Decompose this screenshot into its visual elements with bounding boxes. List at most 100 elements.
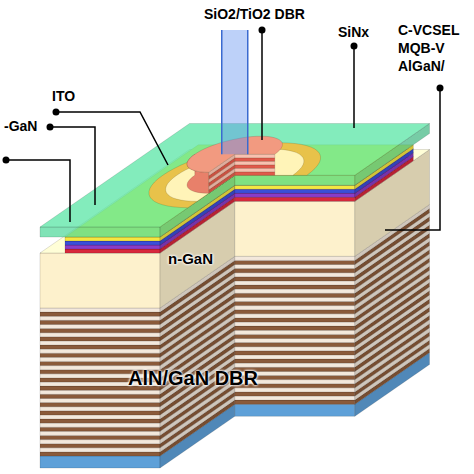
dbr-cylinder-cut [235, 154, 275, 158]
substrate-layer-cut-front [235, 404, 355, 416]
mqb-layer-cut-front [235, 197, 355, 201]
leader-dot [47, 124, 54, 131]
part-label: SiO2/TiO2 DBR [204, 6, 305, 23]
n-gan-layer-cut-front [235, 201, 355, 256]
dbr-stripe-cut-front [235, 285, 355, 289]
dbr-stripe-front [40, 308, 160, 312]
dbr-cylinder-cut [235, 172, 275, 176]
dbr-stripe-front [40, 312, 160, 316]
dbr-stripe-cut-front [235, 392, 355, 396]
leader-dot [53, 109, 60, 116]
leader-dot [437, 85, 444, 92]
leader-line [56, 112, 168, 165]
dbr-stripe-cut-front [235, 343, 355, 347]
mqb-layer-front [65, 249, 160, 253]
dbr-stripe-cut-front [235, 396, 355, 400]
dbr-stripe-cut-front [235, 347, 355, 351]
dbr-stripe-front [40, 333, 160, 337]
ito-layer-cut-front [235, 185, 355, 189]
dbr-stripe-front [40, 337, 160, 341]
leader-line [261, 30, 263, 140]
dbr-stripe-front [40, 353, 160, 357]
dbr-cylinder-cut [235, 161, 275, 165]
leader-line [6, 160, 70, 222]
dbr-stripe-cut-front [235, 363, 355, 367]
part-label: AlN/GaN DBR [128, 366, 258, 390]
algan-layer-cut-front [235, 193, 355, 197]
dbr-stripe-cut-front [235, 351, 355, 355]
sinx-layer-front [40, 227, 160, 237]
dbr-stripe-front [40, 435, 160, 439]
dbr-stripe-front [40, 431, 160, 435]
dbr-stripe-front [40, 320, 160, 324]
part-label: AlGaN/ [398, 58, 445, 75]
part-label: SiNx [338, 24, 369, 41]
dbr-stripe-cut-front [235, 269, 355, 273]
part-label: ITO [52, 88, 75, 105]
dbr-stripe-cut-front [235, 318, 355, 322]
dbr-cylinder-cut [235, 168, 275, 172]
leader-line [353, 46, 355, 128]
dbr-stripe-cut-front [235, 260, 355, 264]
dbr-stripe-cut-front [235, 326, 355, 330]
ito-layer-front [65, 237, 160, 241]
dbr-stripe-front [40, 390, 160, 394]
dbr-stripe-front [40, 415, 160, 419]
dbr-stripe-cut-front [235, 302, 355, 306]
part-label: n-GaN [168, 250, 213, 268]
leader-dot [259, 27, 266, 34]
dbr-stripe-cut-front [235, 281, 355, 285]
dbr-stripe-cut-front [235, 306, 355, 310]
dbr-stripe-front [40, 345, 160, 349]
dbr-stripe-front [40, 341, 160, 345]
dbr-stripe-front [40, 357, 160, 361]
dbr-stripe-cut-front [235, 265, 355, 269]
dbr-stripe-front [40, 349, 160, 353]
dbr-stripe-cut-front [235, 339, 355, 343]
dbr-stripe-front [40, 411, 160, 415]
dbr-stripe-cut-front [235, 293, 355, 297]
dbr-stripe-cut-front [235, 355, 355, 359]
algan-layer-front [65, 245, 160, 249]
dbr-stripe-cut-front [235, 256, 355, 260]
part-label: MQB-V [398, 40, 445, 57]
dbr-stripe-front [40, 448, 160, 452]
dbr-stripe-front [40, 329, 160, 333]
ebl-layer-cut-front [235, 189, 355, 193]
dbr-stripe-cut-front [235, 334, 355, 338]
ito-aperture [166, 149, 304, 201]
dbr-stripe-front [40, 398, 160, 402]
dbr-stripe-cut-front [235, 273, 355, 277]
n-gan-layer-front [40, 253, 160, 308]
dbr-stripe-front [40, 407, 160, 411]
dbr-stripe-front [40, 316, 160, 320]
sinx-layer-cut-front [235, 175, 355, 185]
beam-edge [221, 30, 223, 154]
dbr-cylinder-cut [235, 165, 275, 169]
leader-dot [3, 157, 10, 164]
dbr-stripe-cut-front [235, 297, 355, 301]
dbr-cylinder-cut [235, 158, 275, 162]
dbr-stripe-front [40, 324, 160, 328]
dbr-stripe-front [40, 444, 160, 448]
light-beam [222, 30, 248, 154]
dbr-stripe-cut-front [235, 310, 355, 314]
leader-dot [351, 43, 358, 50]
substrate-layer-front [40, 456, 160, 468]
leader-line [50, 127, 95, 205]
dbr-stripe-cut-front [235, 322, 355, 326]
leader-line [385, 88, 440, 230]
dbr-stripe-cut-front [235, 330, 355, 334]
dbr-stripe-front [40, 452, 160, 456]
dbr-stripe-front [40, 427, 160, 431]
dbr-stripe-cut-front [235, 400, 355, 404]
ebl-layer-front [65, 241, 160, 245]
part-label: -GaN [4, 118, 37, 135]
dbr-stripe-front [40, 394, 160, 398]
dbr-stripe-cut-front [235, 314, 355, 318]
dbr-stripe-front [40, 403, 160, 407]
dbr-stripe-front [40, 423, 160, 427]
dbr-stripe-cut-front [235, 359, 355, 363]
